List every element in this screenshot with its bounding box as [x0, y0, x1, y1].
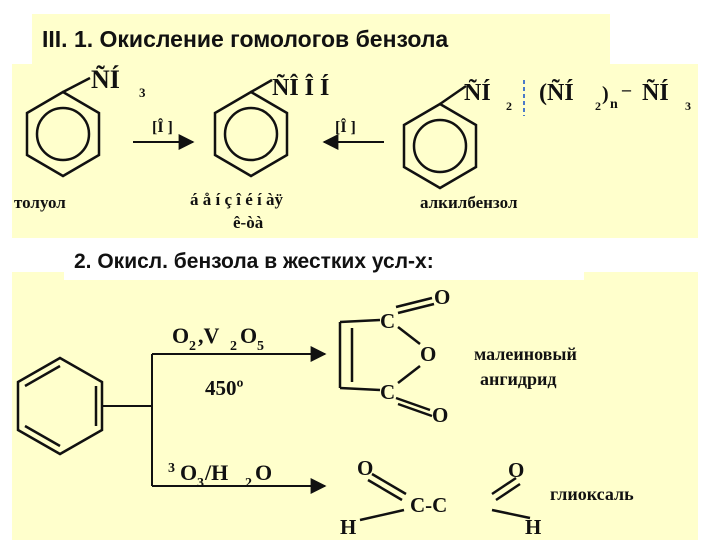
benzoic-ring	[213, 78, 289, 178]
svg-text:/H: /H	[204, 460, 228, 485]
svg-text:O: O	[255, 460, 272, 485]
alkyl-dash: –	[621, 79, 632, 99]
maleic-c-top: C	[380, 309, 395, 333]
benzoic-acid-name-line2: ê-òà	[233, 213, 264, 232]
benzoic-acid-group: ÑÎ Î Í	[272, 74, 329, 101]
svg-text:3: 3	[168, 461, 175, 476]
glyoxal-o-right: O	[508, 458, 524, 482]
alkyl-sub3: 2	[595, 99, 601, 113]
upper-reagent: O 2 ,V 2 O 5	[172, 323, 264, 354]
svg-text:3: 3	[197, 476, 204, 491]
maleic-o-bottom: O	[432, 403, 448, 427]
alkyl-sub4: 3	[685, 99, 691, 113]
alkyl-close-paren: )	[602, 83, 609, 105]
maleic-name-line2: ангидрид	[480, 369, 557, 389]
svg-text:O: O	[180, 460, 197, 485]
maleic-o-top: O	[434, 285, 450, 309]
glyoxal-bonds	[359, 472, 531, 522]
maleic-name-line1: малеиновый	[474, 344, 577, 364]
glyoxal-h-right: H	[525, 515, 541, 539]
svg-text:O: O	[240, 323, 257, 348]
alkyl-ch: ÑÍ	[464, 80, 491, 106]
glyoxal-cc: C-C	[410, 493, 447, 517]
maleic-anhydride-bonds	[338, 296, 435, 418]
svg-text:5: 5	[257, 339, 264, 354]
section2-title: 2. Окисл. бензола в жестких усл-х:	[64, 238, 584, 280]
svg-text:,V: ,V	[198, 323, 220, 348]
svg-text:2: 2	[189, 339, 196, 354]
svg-text:2: 2	[230, 339, 237, 354]
alkylbenzene-name: алкилбензол	[420, 193, 518, 212]
glyoxal-o-left: O	[357, 456, 373, 480]
toluene-name: толуол	[14, 193, 66, 212]
alkyl-sub2: 2	[506, 99, 512, 113]
arrow-reagent-2: [Î ]	[335, 117, 356, 136]
alkyl-subn: n	[610, 97, 618, 112]
maleic-o-ring: O	[420, 342, 436, 366]
toluene-ch-sub: 3	[139, 85, 146, 100]
lower-reagent: 3 O 3 /H 2 O	[168, 460, 272, 491]
svg-text:2: 2	[245, 476, 252, 491]
glyoxal-h-left: H	[340, 515, 356, 539]
temperature-label: 450º	[205, 376, 244, 400]
alkyl-mid: (ÑÍ	[539, 80, 574, 106]
slide-title: III. 1. Окисление гомологов бензола	[32, 14, 610, 64]
toluene-ch-label: ÑÍ	[91, 65, 120, 94]
alkylbenzene-ring	[402, 84, 478, 190]
maleic-c-bottom: C	[380, 380, 395, 404]
benzoic-acid-name-line1: á å í ç î é í àÿ	[190, 190, 284, 209]
reaction1-panel	[12, 64, 698, 238]
benzene-ring	[16, 356, 104, 456]
glyoxal-name: глиоксаль	[550, 484, 634, 504]
toluene-ring	[25, 76, 101, 178]
svg-text:O: O	[172, 323, 189, 348]
alkyl-end: ÑÍ	[642, 80, 669, 106]
arrow-reagent-1: [Î ]	[152, 117, 173, 136]
